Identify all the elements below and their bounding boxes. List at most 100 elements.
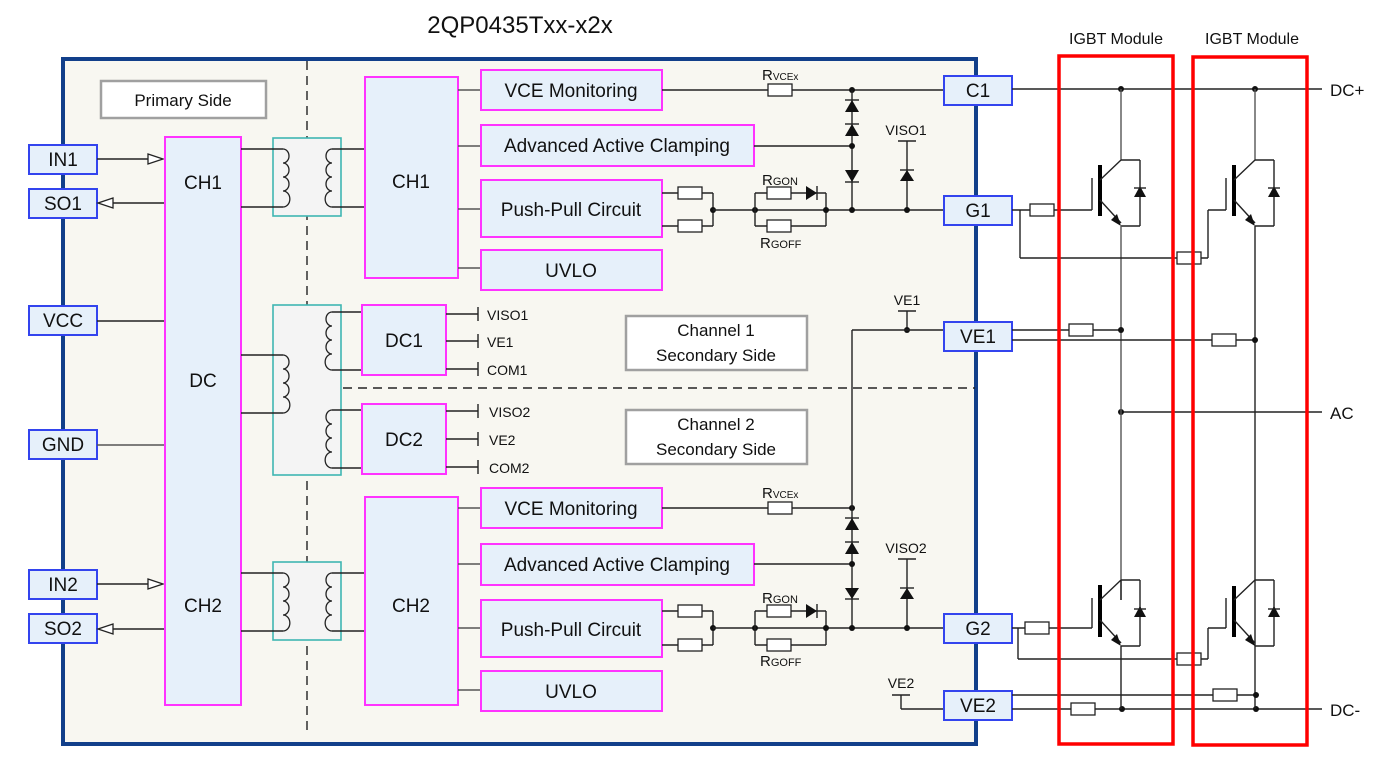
svg-text:Secondary Side: Secondary Side [656,346,776,365]
svg-text:RGON: RGON [762,172,798,189]
svg-text:Advanced Active Clamping: Advanced Active Clamping [504,136,730,157]
pin-ve1: VE1 [943,321,1013,352]
primary-side-label: Primary Side [99,79,268,120]
channel1-secondary-label: Channel 1 Secondary Side [624,314,809,372]
svg-text:COM1: COM1 [487,362,528,378]
tvs-diode-icon [845,542,859,554]
pin-vcc: VCC [28,305,98,336]
svg-text:VE2: VE2 [489,432,516,448]
secondary-ch2-block: CH2 [364,496,459,706]
resistor-rvce-icon [767,501,793,515]
svg-text:IN2: IN2 [48,575,78,596]
ch2-function-blocks: VCE Monitoring Advanced Active Clamping … [458,487,755,712]
svg-text:RGOFF: RGOFF [760,653,802,670]
svg-text:DC: DC [189,371,216,392]
resistor-icon [1070,702,1096,716]
svg-text:UVLO: UVLO [545,261,597,282]
ch2-gate-circuit: RVCEx RGON RGOFF VISO2 [662,485,944,670]
primary-wires [95,153,166,635]
diode-icon [806,186,817,200]
pin-so1: SO1 [28,188,98,219]
svg-text:COM2: COM2 [489,460,530,476]
ve-references: VE1 VE2 [851,292,944,710]
svg-text:AC: AC [1330,404,1354,423]
resistor-icon [1068,323,1094,337]
svg-text:UVLO: UVLO [545,682,597,703]
pin-g2: G2 [943,613,1013,644]
pin-in1: IN1 [28,144,98,175]
svg-text:GND: GND [42,435,84,456]
diode-icon [900,588,914,599]
svg-text:VE2: VE2 [960,696,996,717]
svg-text:VCC: VCC [43,311,83,332]
resistor-rgoff-icon [766,638,792,652]
resistor-icon [677,638,703,652]
input-arrow-icon [147,578,166,590]
svg-text:DC+: DC+ [1330,81,1365,100]
input-arrow-icon [147,153,166,165]
resistor-icon [677,186,703,200]
diode-icon [900,170,914,181]
ch1-gate-circuit: RVCEx RGON RGOFF VISO1 [662,67,944,252]
svg-text:SO1: SO1 [44,194,82,215]
dc1-outputs: VISO1 VE1 COM1 [446,307,528,378]
svg-text:Channel 2: Channel 2 [677,415,755,434]
svg-text:DC-: DC- [1330,701,1360,720]
svg-text:IN1: IN1 [48,150,78,171]
freewheel-diode-icon [1134,186,1146,197]
igbt-module-left: IGBT Module [1057,31,1175,746]
dc2-outputs: VISO2 VE2 COM2 [446,404,530,476]
svg-text:RVCEx: RVCEx [762,485,798,502]
resistor-icon [1029,203,1055,217]
svg-text:Channel 1: Channel 1 [677,321,755,340]
svg-text:VE1: VE1 [487,334,514,350]
diode-icon [806,604,817,618]
svg-text:RGOFF: RGOFF [760,235,802,252]
resistor-icon [1176,251,1202,265]
svg-text:CH1: CH1 [184,173,222,194]
svg-text:VE1: VE1 [960,327,996,348]
transformer-ch1 [241,137,365,217]
svg-text:Primary Side: Primary Side [134,91,231,110]
uvlo-block-ch1: UVLO [480,249,663,291]
resistor-rvce-icon [767,83,793,97]
svg-text:DC1: DC1 [385,331,423,352]
svg-text:Push-Pull Circuit: Push-Pull Circuit [501,620,642,641]
svg-text:VISO2: VISO2 [885,540,926,556]
diode-icon [845,170,859,182]
resistor-icon [1024,621,1050,635]
pin-so2: SO2 [28,613,98,644]
pin-g1: G1 [943,195,1013,226]
advanced-active-clamping-block-ch1: Advanced Active Clamping [480,124,755,167]
vce-monitoring-block-ch1: VCE Monitoring [480,69,663,111]
svg-text:CH1: CH1 [392,172,430,193]
pin-c1: C1 [943,75,1013,106]
svg-text:Secondary Side: Secondary Side [656,440,776,459]
svg-text:VCE Monitoring: VCE Monitoring [504,499,637,520]
transformer-dc [241,304,362,476]
svg-text:DC2: DC2 [385,430,423,451]
svg-text:SO2: SO2 [44,619,82,640]
tvs-diode-icon [845,124,859,136]
resistor-icon [1176,652,1202,666]
driver-title: 2QP0435Txx-x2x [427,12,612,39]
svg-text:VCE Monitoring: VCE Monitoring [504,81,637,102]
svg-text:IGBT Module: IGBT Module [1205,31,1299,48]
external-power-stage: DC+ AC DC- [1012,81,1365,720]
tvs-diode-icon [845,100,859,112]
dc1-converter-block: DC1 [361,304,447,376]
resistor-icon [1212,688,1238,702]
output-arrow-icon [95,197,114,209]
svg-text:VISO1: VISO1 [487,307,528,323]
svg-text:VE1: VE1 [894,292,921,308]
svg-text:CH2: CH2 [392,596,430,617]
diode-icon [845,588,859,599]
transformer-ch2 [241,561,365,641]
resistor-icon [677,604,703,618]
pin-gnd: GND [28,429,98,460]
svg-text:RGON: RGON [762,590,798,607]
svg-text:IGBT Module: IGBT Module [1069,31,1163,48]
uvlo-block-ch2: UVLO [480,670,663,712]
push-pull-block-ch1: Push-Pull Circuit [480,179,663,238]
